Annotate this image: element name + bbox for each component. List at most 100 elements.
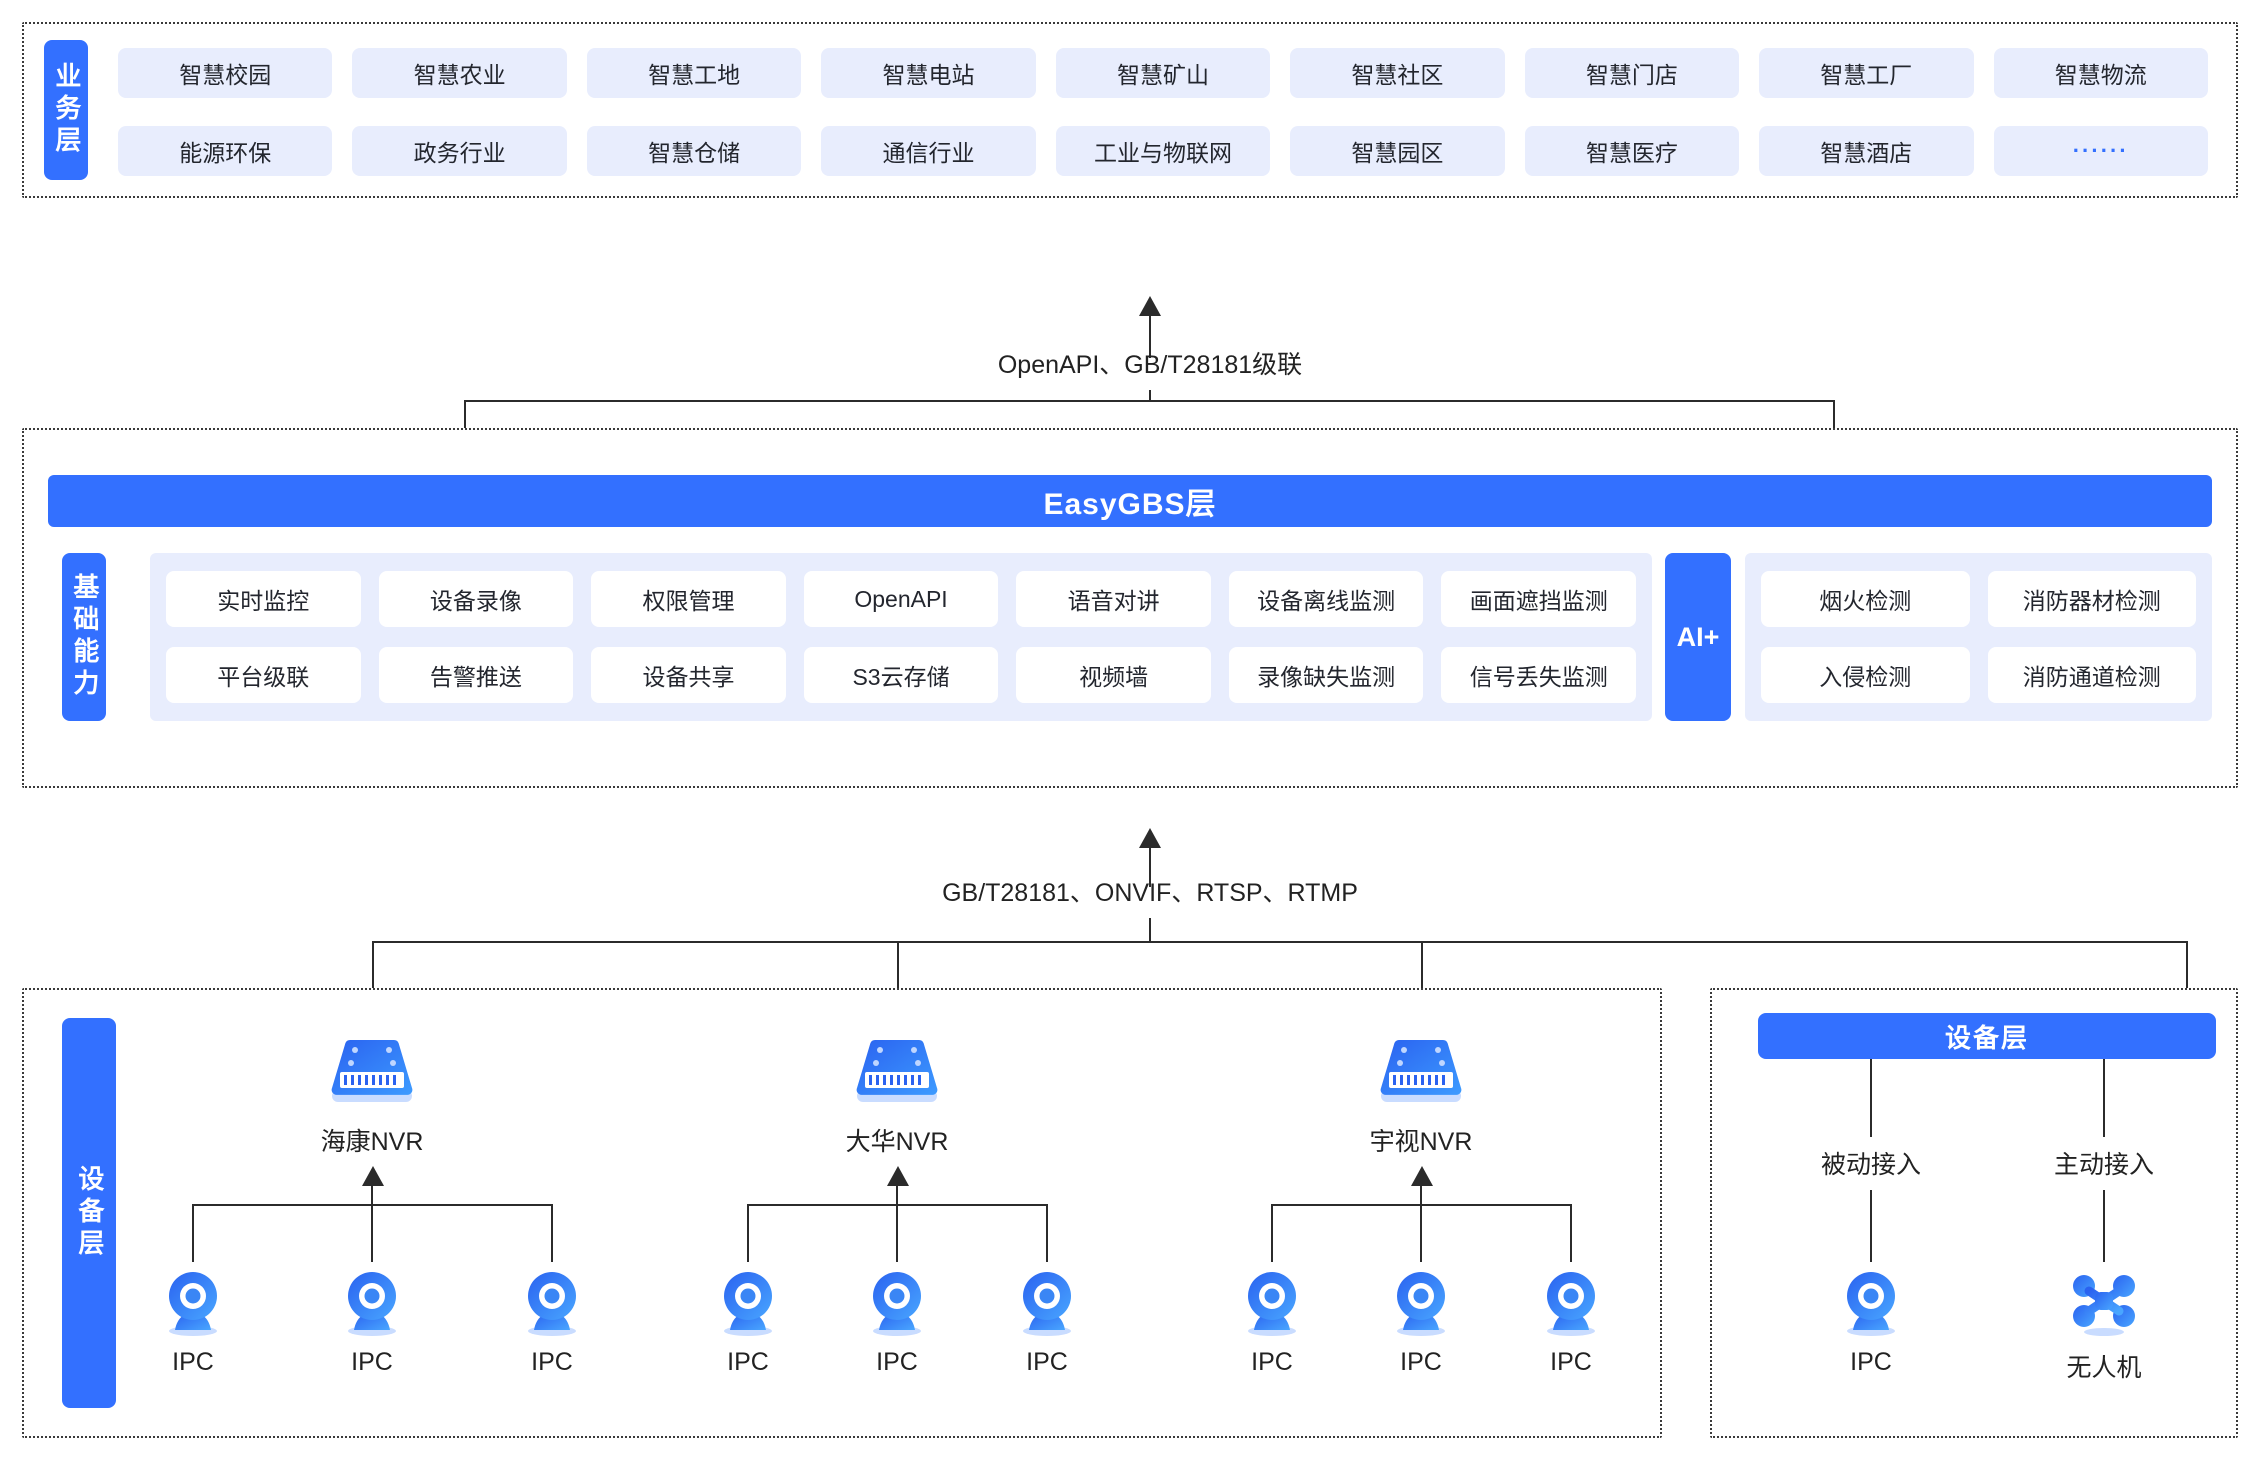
business-tag[interactable]: 智慧酒店: [1759, 126, 1974, 176]
business-tag[interactable]: 工业与物联网: [1055, 126, 1271, 176]
business-tag-ellipsis: ······: [1993, 126, 2208, 176]
access-mode-label: 主动接入: [2053, 1151, 2155, 1179]
capability-item[interactable]: 录像缺失监测: [1228, 647, 1424, 703]
bottom-connector-drop-1: [372, 941, 374, 1019]
business-tag[interactable]: 智慧校园: [118, 48, 333, 98]
camera-drop: [192, 1204, 194, 1262]
bottom-connector-drop-3: [1421, 941, 1423, 1019]
business-tag[interactable]: 智慧物流: [1993, 48, 2208, 98]
ai-capability-item[interactable]: 入侵检测: [1761, 647, 1970, 703]
active-branch-stem-upper: [2103, 1059, 2105, 1137]
camera-drop: [896, 1204, 898, 1262]
ai-capability-item[interactable]: 消防器材检测: [1987, 571, 2196, 627]
right-branch-drop: [2186, 941, 2188, 1013]
capability-item[interactable]: 语音对讲: [1016, 571, 1211, 627]
business-tag[interactable]: 智慧工厂: [1759, 48, 1974, 98]
capability-item[interactable]: S3云存储: [803, 647, 999, 703]
ipc-camera-icon: [1011, 1268, 1083, 1345]
ai-capability-item[interactable]: 烟火检测: [1761, 571, 1970, 627]
ipc-camera-label: IPC: [727, 1348, 769, 1376]
passive-branch-stem-lower: [1870, 1190, 1872, 1262]
capability-item[interactable]: 实时监控: [166, 571, 361, 627]
nvr-uplink-arrowhead: [1411, 1166, 1433, 1186]
ipc-camera-icon: [336, 1268, 408, 1345]
ai-capability-row-2: 入侵检测 消防通道检测: [1761, 647, 2196, 703]
ipc-camera-label: IPC: [1850, 1348, 1892, 1376]
camera-drop: [747, 1204, 749, 1262]
business-tag[interactable]: 智慧医疗: [1524, 126, 1740, 176]
business-tag[interactable]: 政务行业: [352, 126, 567, 176]
business-tag[interactable]: 智慧仓储: [586, 126, 802, 176]
ipc-camera-label: IPC: [1026, 1348, 1068, 1376]
business-tag[interactable]: 智慧工地: [586, 48, 802, 98]
platform-layer-side-label-text: 基础能力: [69, 573, 100, 701]
ipc-camera-label: IPC: [1550, 1348, 1592, 1376]
bottom-connector-label: GB/T28181、ONVIF、RTSP、RTMP: [942, 879, 1358, 907]
ipc-camera-label: IPC: [172, 1348, 214, 1376]
ai-plus-badge-text: AI+: [1676, 621, 1720, 652]
camera-drop: [1046, 1204, 1048, 1262]
business-tag[interactable]: 能源环保: [118, 126, 333, 176]
ipc-camera-icon: [1835, 1268, 1907, 1345]
nvr-label: 海康NVR: [320, 1128, 424, 1156]
capability-item[interactable]: OpenAPI: [803, 571, 999, 627]
nvr-uplink-arrowhead: [887, 1166, 909, 1186]
access-mode-label: 被动接入: [1820, 1151, 1922, 1179]
ipc-camera-icon: [516, 1268, 588, 1345]
capability-item[interactable]: 视频墙: [1016, 647, 1211, 703]
capability-item[interactable]: 信号丢失监测: [1441, 647, 1637, 703]
capability-item[interactable]: 设备共享: [591, 647, 786, 703]
business-layer-row-1: 智慧校园 智慧农业 智慧工地 智慧电站 智慧矿山 智慧社区 智慧门店 智慧工厂 …: [118, 48, 2208, 98]
drone-icon: [2069, 1270, 2139, 1345]
ipc-camera-icon: [1535, 1268, 1607, 1345]
business-layer-row-2: 能源环保 政务行业 智慧仓储 通信行业 工业与物联网 智慧园区 智慧医疗 智慧酒…: [118, 126, 2208, 176]
ipc-camera-label: IPC: [1251, 1348, 1293, 1376]
ai-capability-item[interactable]: 消防通道检测: [1987, 647, 2196, 703]
device-layer-side-label-text: 设备层: [74, 1165, 105, 1261]
business-tag[interactable]: 智慧园区: [1290, 126, 1505, 176]
capability-row-1: 实时监控 设备录像 权限管理 OpenAPI 语音对讲 设备离线监测 画面遮挡监…: [166, 571, 1637, 627]
capability-item[interactable]: 平台级联: [166, 647, 361, 703]
business-tag[interactable]: 智慧矿山: [1055, 48, 1271, 98]
top-connector-arrowhead: [1139, 296, 1161, 316]
easygbs-title-bar: EasyGBS层: [48, 475, 2212, 527]
device-layer-side-label: 设备层: [62, 1018, 116, 1408]
easygbs-title-text: EasyGBS层: [1043, 488, 1217, 521]
nvr-uplink-arrowhead: [362, 1166, 384, 1186]
capability-row-2: 平台级联 告警推送 设备共享 S3云存储 视频墙 录像缺失监测 信号丢失监测: [166, 647, 1637, 703]
nvr-icon: [849, 1032, 945, 1117]
active-branch-stem-lower: [2103, 1190, 2105, 1262]
ai-capability-panel: 烟火检测 消防器材检测 入侵检测 消防通道检测: [1745, 553, 2212, 721]
capability-item[interactable]: 告警推送: [378, 647, 574, 703]
nvr-uplink-stem: [896, 1183, 898, 1205]
business-tag[interactable]: 智慧农业: [352, 48, 567, 98]
ai-plus-badge: AI+: [1665, 553, 1731, 721]
right-branch-bus: [1421, 941, 2187, 943]
capability-item[interactable]: 画面遮挡监测: [1441, 571, 1637, 627]
ipc-camera-icon: [1385, 1268, 1457, 1345]
capability-item[interactable]: 权限管理: [591, 571, 786, 627]
business-layer-side-label-text: 业务层: [51, 62, 82, 158]
camera-drop: [371, 1204, 373, 1262]
ipc-camera-icon: [157, 1268, 229, 1345]
ipc-camera-label: IPC: [351, 1348, 393, 1376]
business-tag[interactable]: 智慧电站: [821, 48, 1036, 98]
top-connector-stem-lower: [1149, 390, 1151, 402]
ipc-camera-icon: [1236, 1268, 1308, 1345]
ai-capability-row-1: 烟火检测 消防器材检测: [1761, 571, 2196, 627]
camera-drop: [551, 1204, 553, 1262]
nvr-uplink-stem: [371, 1183, 373, 1205]
bottom-connector-arrowhead: [1139, 828, 1161, 848]
business-tag[interactable]: 通信行业: [821, 126, 1036, 176]
device-layer-right-panel: [1710, 988, 2238, 1438]
business-layer-side-label: 业务层: [44, 40, 88, 180]
business-tag[interactable]: 智慧门店: [1524, 48, 1740, 98]
capability-item[interactable]: 设备离线监测: [1228, 571, 1424, 627]
business-tag[interactable]: 智慧社区: [1290, 48, 1505, 98]
nvr-label: 宇视NVR: [1369, 1128, 1473, 1156]
capability-item[interactable]: 设备录像: [378, 571, 574, 627]
nvr-uplink-stem: [1420, 1183, 1422, 1205]
bottom-connector-stem-lower: [1149, 918, 1151, 942]
bottom-connector-stem-upper: [1149, 845, 1151, 887]
camera-drop: [1570, 1204, 1572, 1262]
